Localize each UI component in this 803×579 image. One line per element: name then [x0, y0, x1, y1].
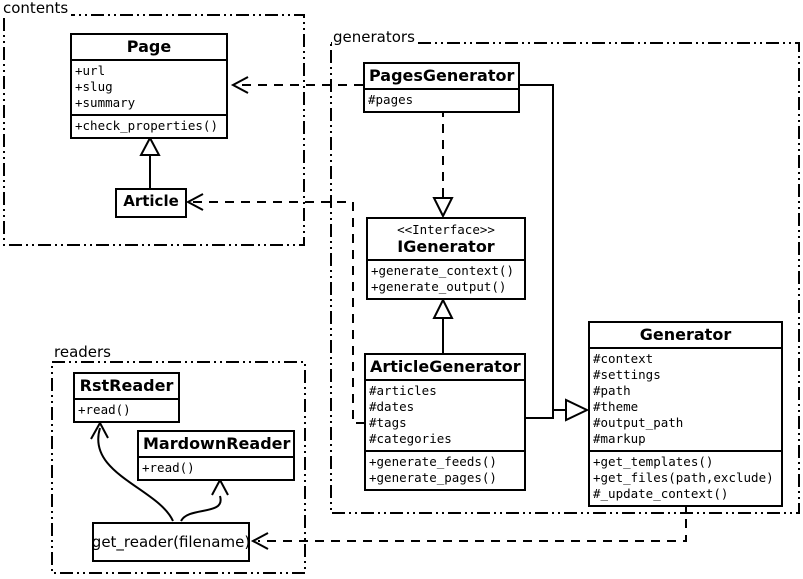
attributes-section: #pages [365, 88, 518, 111]
class-box-article: Article [115, 188, 187, 218]
attribute-row: #settings [593, 367, 661, 382]
package-label-readers: readers [53, 344, 114, 360]
package-border-generators [330, 42, 800, 514]
class-title: RstReader [79, 376, 174, 395]
method-row: +check_properties() [75, 118, 218, 133]
method-row: +read() [78, 402, 131, 417]
attributes-section: +url +slug +summary [72, 59, 226, 114]
method-row: +generate_context() [371, 263, 514, 278]
attribute-row: +summary [75, 95, 136, 110]
function-label: get_reader(filename) [91, 533, 251, 551]
attribute-row: #articles [369, 383, 437, 398]
methods-section: +read() [139, 456, 293, 479]
attribute-row: #tags [369, 415, 407, 430]
generalization-triangle-icon [565, 398, 590, 422]
class-box-mardownreader: MardownReader +read() [137, 430, 295, 481]
class-title: PagesGenerator [369, 66, 515, 85]
attribute-row: +slug [75, 79, 113, 94]
connector-generator-depends-getreader [250, 503, 687, 550]
connector-pagesgenerator-implements-igenerator [432, 108, 454, 219]
connector-article-extends-page [139, 135, 161, 188]
class-title: IGenerator [397, 237, 495, 256]
attribute-row: #dates [369, 399, 415, 414]
attribute-row: +url [75, 63, 106, 78]
package-label-generators: generators [332, 29, 418, 45]
arrow-up-icon [211, 477, 229, 496]
dependency-arrow-icon [250, 532, 269, 550]
attribute-row: #theme [593, 399, 639, 414]
methods-section: +generate_feeds() +generate_pages() [366, 450, 524, 489]
class-box-pagesgenerator: PagesGenerator #pages [363, 62, 520, 113]
attributes-section: #articles #dates #tags #categories [366, 379, 524, 450]
attributes-section: #context #settings #path #theme #output_… [590, 347, 781, 450]
attribute-row: #path [593, 383, 631, 398]
class-box-generator: Generator #context #settings #path #them… [588, 321, 783, 507]
class-title: Generator [639, 325, 732, 344]
attribute-row: #output_path [593, 415, 684, 430]
class-title: ArticleGenerator [370, 357, 521, 376]
attribute-row: #pages [368, 92, 414, 107]
connector-pagesgenerator-depends-page [230, 76, 363, 94]
method-row: +generate_feeds() [369, 454, 497, 469]
methods-section: +check_properties() [72, 114, 226, 137]
package-border-readers [51, 361, 306, 574]
class-box-page: Page +url +slug +summary +check_properti… [70, 33, 228, 139]
dependency-arrow-icon [185, 193, 204, 211]
attribute-row: #categories [369, 431, 452, 446]
class-title: Article [123, 192, 179, 210]
method-row: +generate_pages() [369, 470, 497, 485]
arrow-up-icon [90, 420, 109, 440]
methods-section: +generate_context() +generate_output() [368, 259, 524, 298]
connector-generators-extend-generator [520, 84, 590, 422]
method-row: #_update_context() [593, 486, 729, 501]
generalization-triangle-icon [139, 135, 161, 156]
attribute-row: #markup [593, 431, 646, 446]
connector-articlegenerator-implements-igenerator [432, 297, 454, 353]
package-border-contents [3, 14, 305, 246]
methods-section: +get_templates() +get_files(path,exclude… [590, 450, 781, 505]
package-label-contents: contents [2, 0, 72, 16]
connector-articlegenerator-depends-article [185, 193, 365, 424]
connector-getreader-to-rstreader [90, 420, 174, 522]
class-title: MardownReader [143, 434, 291, 453]
methods-section: +read() [75, 398, 178, 421]
attribute-row: #context [593, 351, 654, 366]
method-row: +get_files(path,exclude) [593, 470, 774, 485]
stereotype-label: <<Interface>> [397, 222, 495, 237]
method-row: +generate_output() [371, 279, 507, 294]
connector-getreader-to-mardownreader [180, 477, 229, 522]
class-box-articlegenerator: ArticleGenerator #articles #dates #tags … [364, 353, 526, 491]
function-box-get-reader: get_reader(filename) [92, 522, 250, 562]
dependency-arrow-icon [230, 76, 249, 94]
method-row: +get_templates() [593, 454, 714, 469]
generalization-triangle-icon [432, 297, 454, 319]
realization-triangle-icon [432, 197, 454, 219]
class-box-rstreader: RstReader +read() [73, 372, 180, 423]
class-box-igenerator: <<Interface>> IGenerator +generate_conte… [366, 217, 526, 300]
class-title: Page [126, 37, 172, 56]
method-row: +read() [142, 460, 195, 475]
